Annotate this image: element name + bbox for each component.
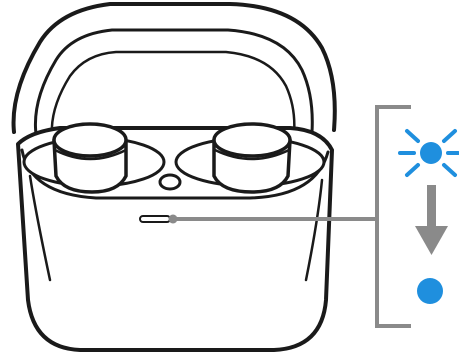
right-earbud-band	[214, 148, 290, 161]
callout-leader	[168, 214, 377, 224]
blink-ray-bottom-left	[405, 163, 420, 177]
right-earbud-top	[212, 122, 292, 158]
arrow-shaft	[427, 185, 436, 227]
left-earbud-top	[52, 122, 128, 158]
right-earbud	[212, 122, 292, 194]
arrow-head	[415, 226, 448, 255]
callout-anchor-dot	[168, 214, 178, 224]
left-earbud-band	[54, 148, 127, 161]
blinking-led-icon	[398, 129, 459, 177]
blinking-led-dot	[420, 142, 442, 164]
blink-ray-top-right	[442, 129, 457, 143]
blink-ray-top-left	[405, 129, 420, 143]
callout-bracket	[375, 105, 411, 328]
solid-led-icon	[417, 278, 443, 304]
lid-inner-rim	[33, 28, 314, 136]
case-lid	[11, 2, 337, 138]
case-front-contour	[28, 174, 52, 282]
blink-ray-bottom-right	[442, 163, 457, 177]
lid-outer	[11, 2, 337, 134]
arrow-down-icon	[415, 185, 448, 255]
left-earbud	[52, 122, 128, 194]
case-status-led-slot	[139, 215, 171, 223]
case-center-button	[158, 173, 182, 191]
case-front-contour-right	[304, 178, 324, 282]
lid-inner-recess	[50, 50, 296, 138]
